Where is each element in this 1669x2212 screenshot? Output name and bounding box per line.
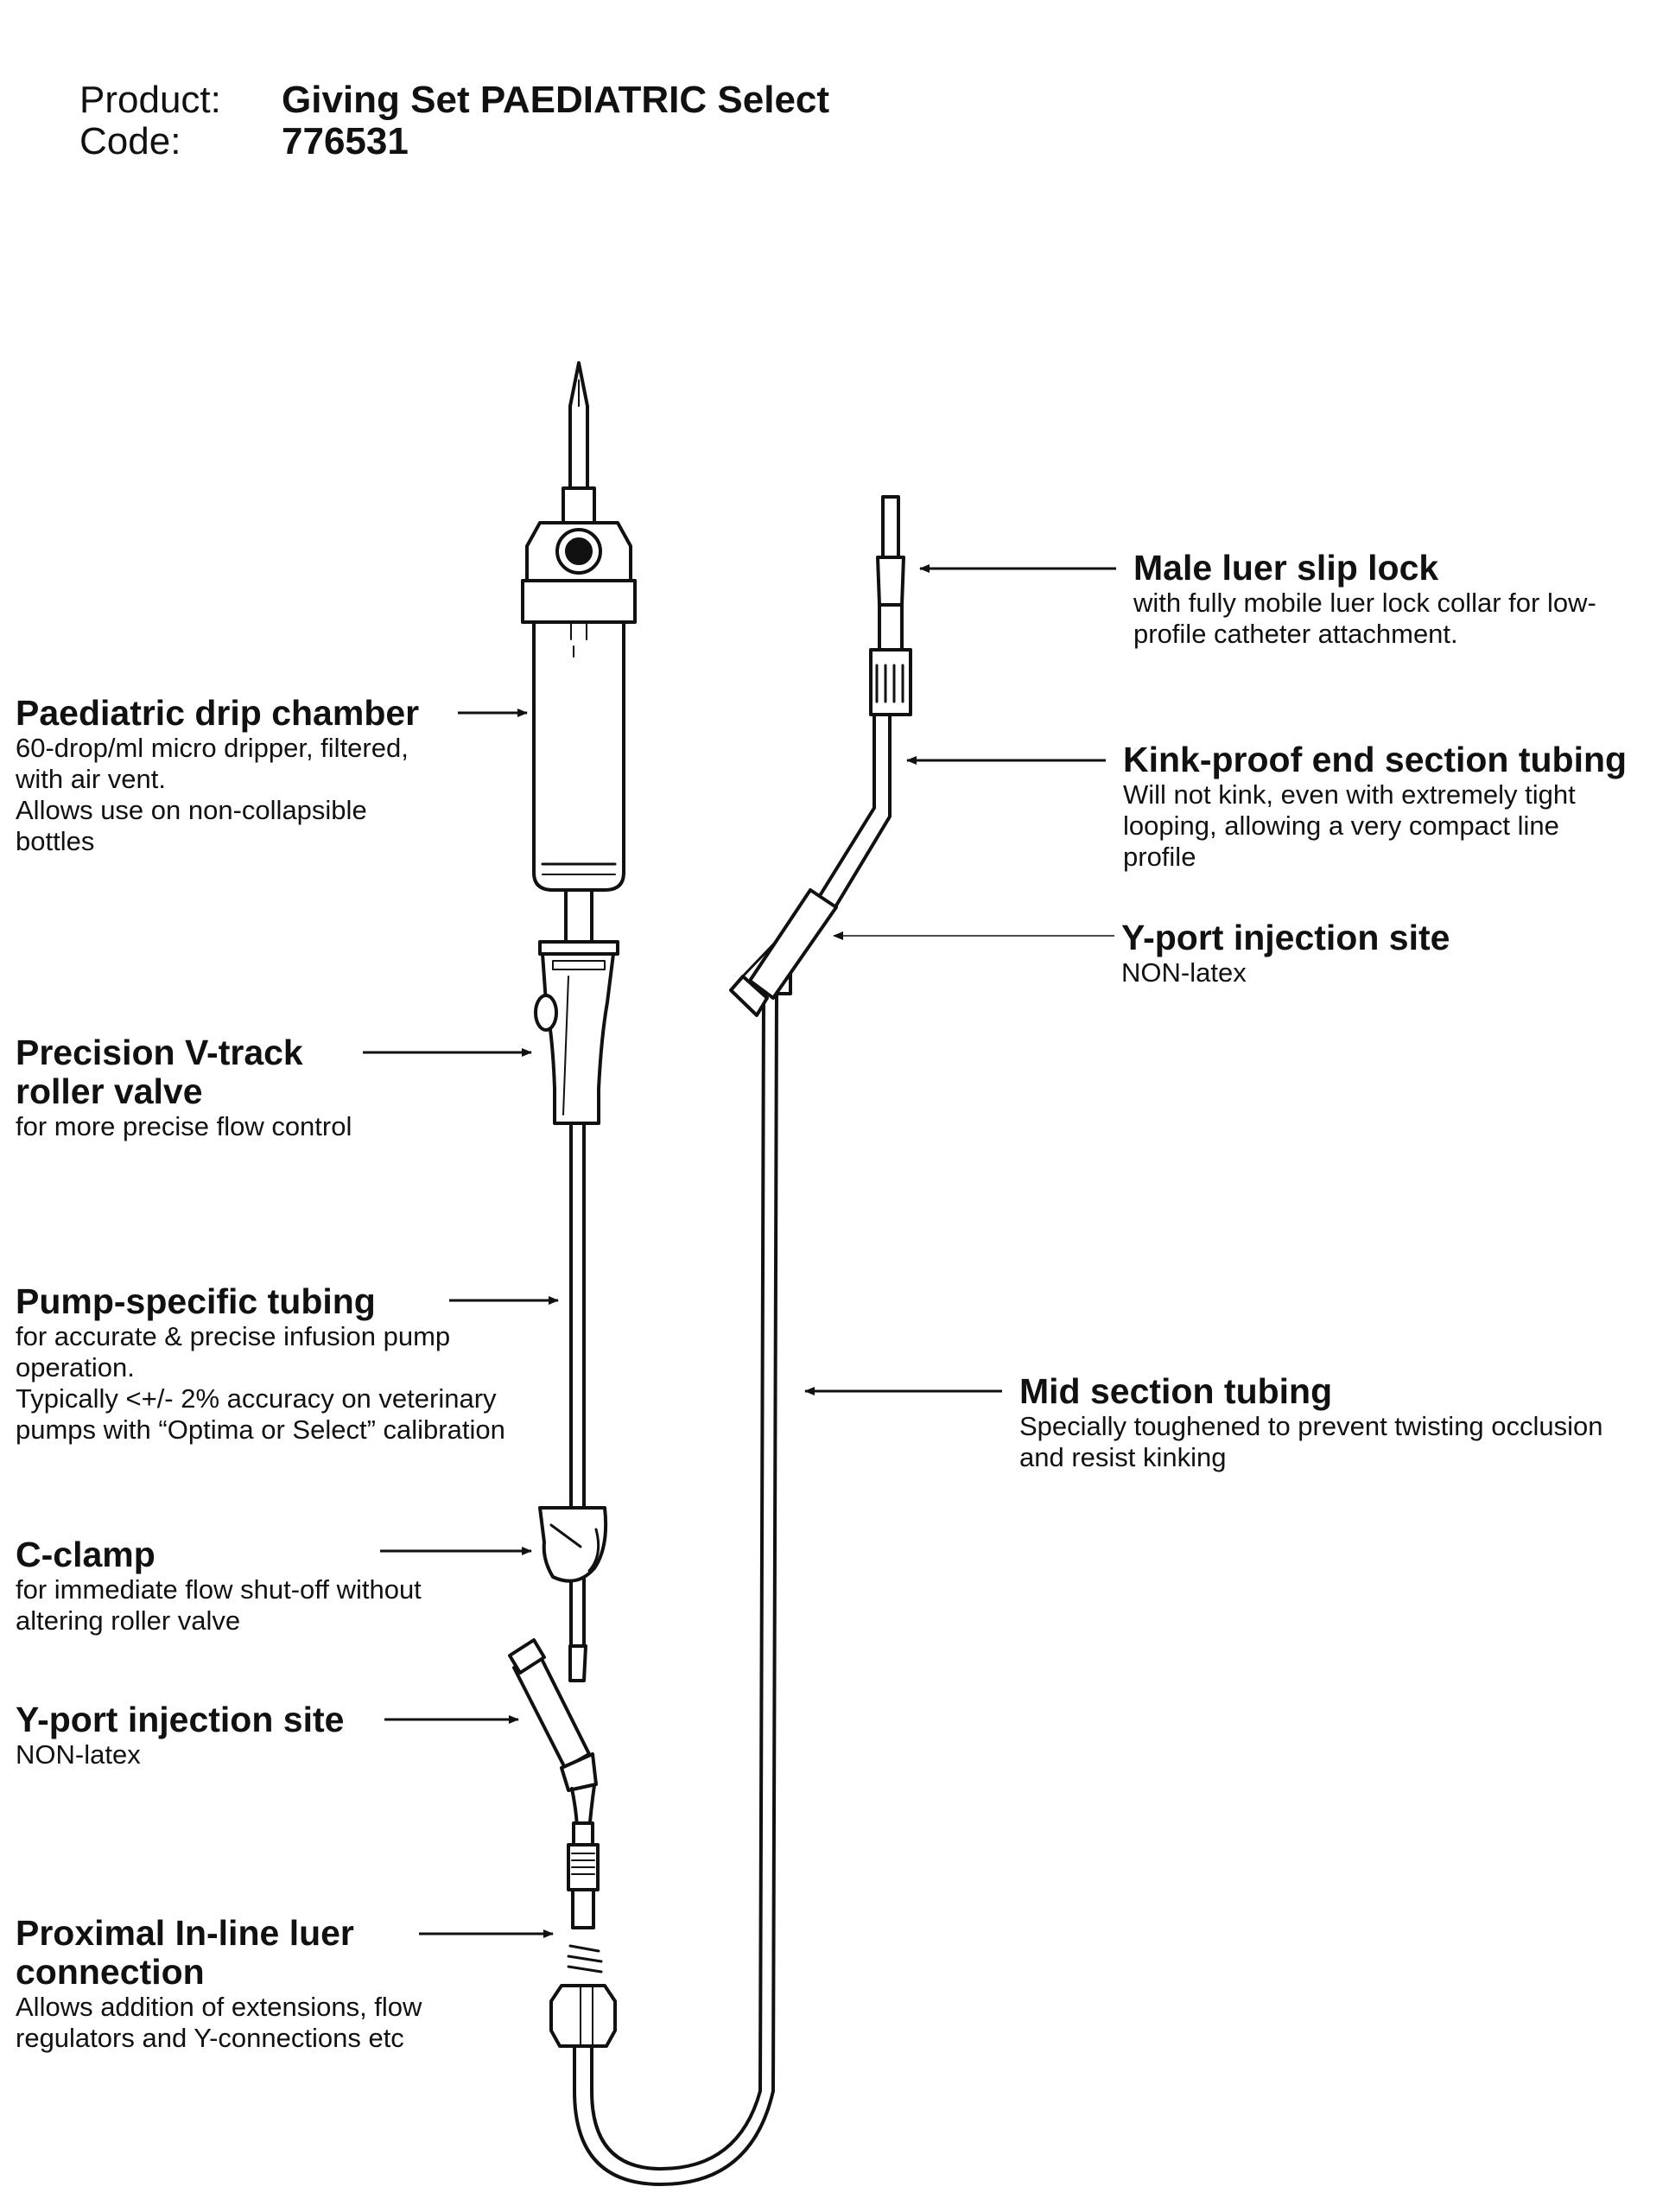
product-code: 776531 [282,120,409,162]
callout-mid-section: Mid section tubing Specially toughened t… [1019,1371,1603,1473]
spike [568,361,589,490]
code-label: Code: [79,120,181,162]
roller-valve [541,952,615,1125]
spike-collar [562,486,596,524]
proximal-luer-female [549,1984,617,2048]
callout-kink-proof: Kink-proof end section tubing Will not k… [1123,740,1628,873]
callout-drip-chamber: Paediatric drip chamber 60-drop/ml micro… [16,693,420,857]
drip-chamber [532,620,625,892]
callout-y-port-left: Y-port injection site NON-latex [16,1700,345,1770]
callout-male-luer: Male luer slip lock with fully mobile lu… [1133,548,1596,650]
callout-c-clamp: C-clamp for immediate flow shut-off with… [16,1535,422,1637]
product-label: Product: [79,79,221,121]
y-port-branch-right [748,888,838,1000]
callout-luer-connection: Proximal In-line luer connection Allows … [16,1913,422,2054]
u-bend-tubing [573,992,778,2186]
luer-thread [567,1944,603,1974]
chamber-cap [521,579,637,624]
kink-proof-tubing [819,711,892,907]
callout-title: Paediatric drip chamber [16,693,420,733]
male-luer-tip [876,556,905,607]
callout-roller-valve: Precision V-track roller valve for more … [16,1033,352,1142]
callout-y-port-right: Y-port injection site NON-latex [1121,918,1450,988]
c-clamp [538,1506,608,1583]
callout-pump-tubing: Pump-specific tubing for accurate & prec… [16,1281,505,1446]
product-name: Giving Set PAEDIATRIC Select [282,79,830,121]
